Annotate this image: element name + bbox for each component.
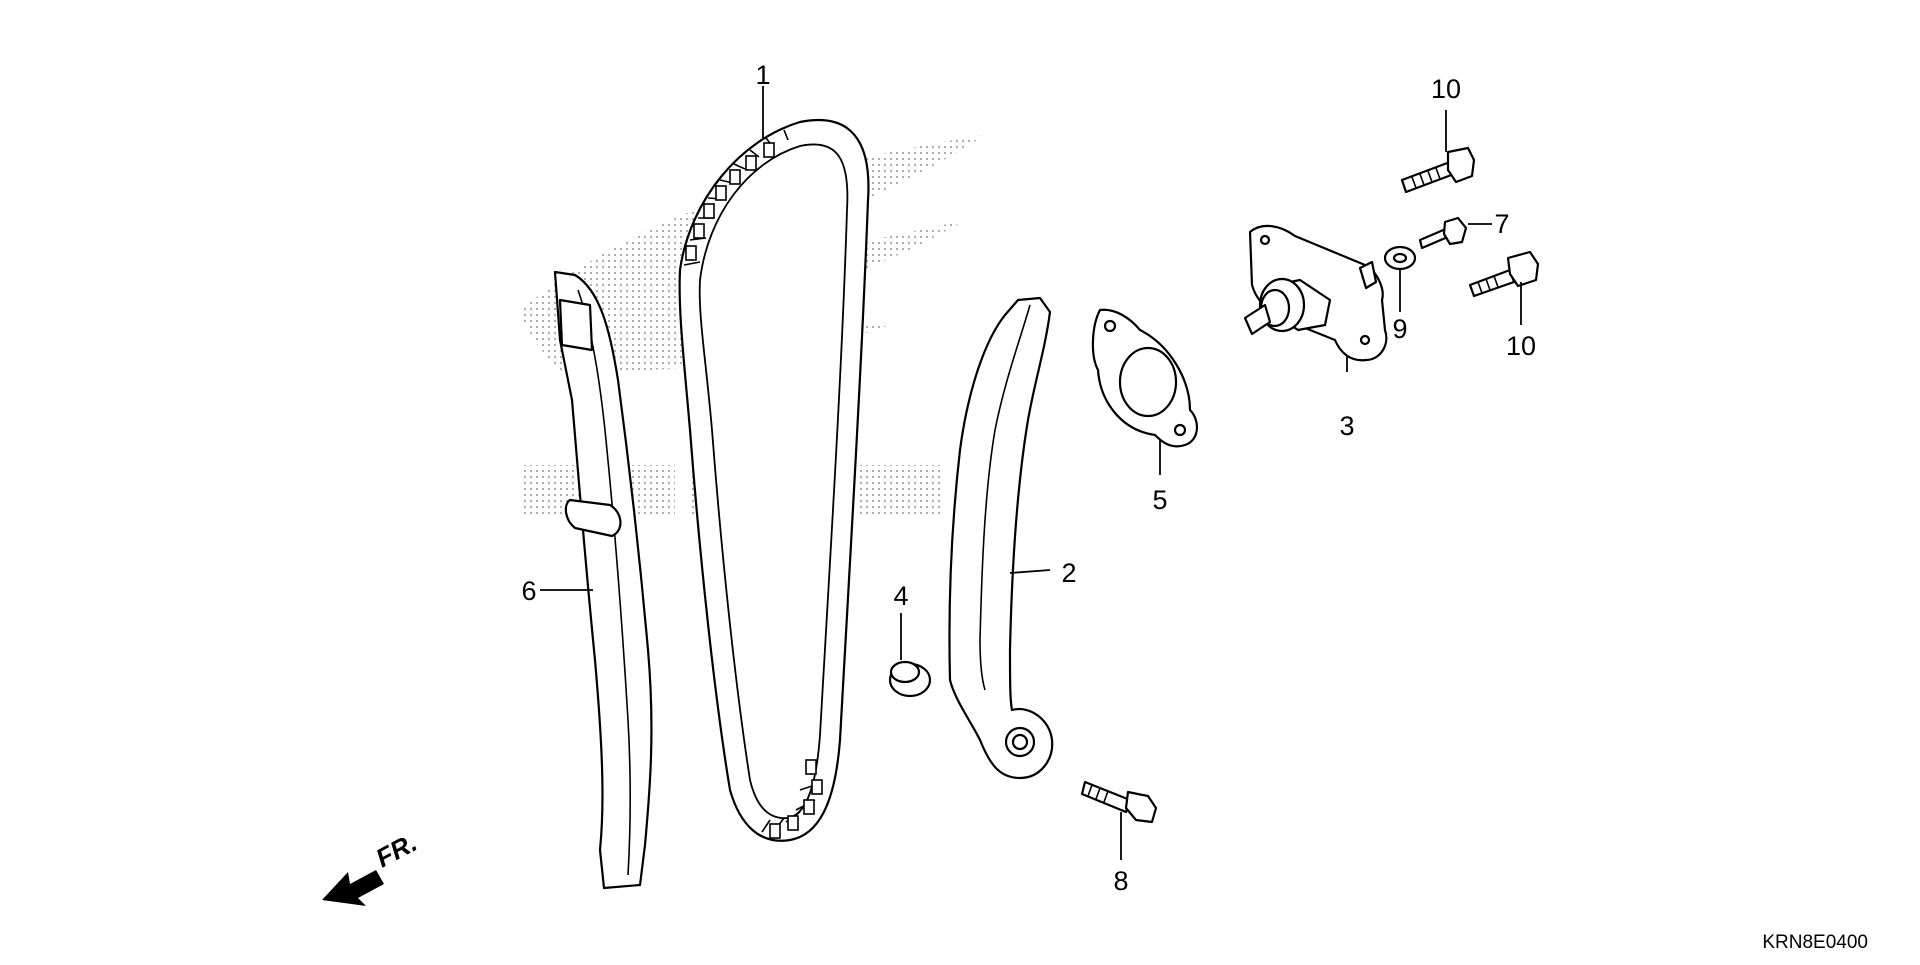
cam-chain [678,118,870,842]
callout-gasket: 5 [1152,485,1167,515]
front-label: FR. [371,827,422,873]
callout-bolt-upper: 10 [1431,74,1461,104]
washer [1383,245,1417,271]
callout-small-bolt: 7 [1494,209,1509,239]
callout-chain: 1 [755,60,770,90]
leader-lines [540,86,1522,860]
callout-collar: 4 [893,581,908,611]
flange-bolt-upper [1400,146,1476,194]
front-arrow-icon [322,870,384,906]
callout-guide: 6 [521,576,536,606]
tensioner-slipper [948,296,1054,780]
callout-tensioner-lifter: 3 [1339,411,1354,441]
collar [888,660,932,698]
callout-tensioner-slipper: 2 [1061,558,1076,588]
callout-pivot-bolt: 8 [1113,866,1128,896]
drawing-code: KRN8E0400 [1762,932,1868,953]
callout-labels: 1 2 3 4 5 6 7 8 9 10 10 [521,60,1536,896]
callout-washer: 9 [1392,314,1407,344]
callout-bolt-lower: 10 [1506,331,1536,361]
small-bolt [1418,216,1468,250]
pivot-bolt [1080,780,1158,824]
tensioner-gasket [1091,308,1198,448]
tensioner-lifter [1243,224,1388,362]
front-direction-indicator: FR. [322,827,422,906]
flange-bolt-lower [1468,250,1540,298]
cam-chain-guide [553,270,653,890]
